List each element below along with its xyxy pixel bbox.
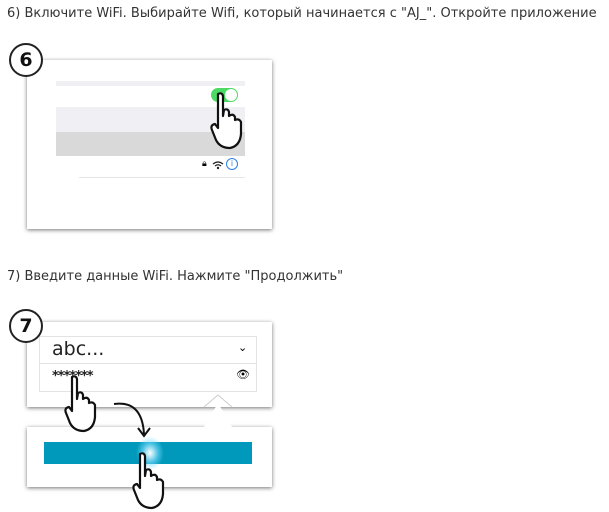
- hand-pointer-icon: [64, 375, 97, 433]
- wifi-credentials-box: abc... ⌄ ******* 👁︎: [39, 336, 257, 392]
- lock-icon: 🔒︎: [202, 159, 207, 169]
- wifi-icon: [212, 161, 224, 170]
- pointer-notch: [203, 394, 233, 427]
- step7-wifi-form: abc... ⌄ ******* 👁︎: [27, 322, 272, 407]
- step6-illustration: 🔒︎ i: [27, 60, 272, 229]
- continue-button[interactable]: [44, 436, 252, 470]
- wifi-network-row[interactable]: 🔒︎ i: [56, 156, 245, 177]
- step7-instruction: 7) Введите данные WiFi. Нажмите "Продолж…: [7, 269, 344, 284]
- chevron-down-icon[interactable]: ⌄: [238, 341, 248, 354]
- step6-badge: 6: [9, 43, 43, 77]
- step7-badge: 7: [9, 309, 43, 343]
- step6-instruction: 6) Включите WiFi. Выбирайте Wifi, которы…: [7, 6, 597, 21]
- info-icon[interactable]: i: [226, 158, 238, 170]
- ssid-value: abc...: [52, 338, 105, 360]
- eye-icon[interactable]: 👁︎: [236, 368, 250, 381]
- hand-pointer-icon: [132, 452, 165, 510]
- hand-pointer-icon: [210, 92, 243, 150]
- ssid-field[interactable]: abc... ⌄: [40, 337, 256, 364]
- arrow-icon: [113, 402, 151, 438]
- wifi-settings-screen: 🔒︎ i: [56, 81, 245, 197]
